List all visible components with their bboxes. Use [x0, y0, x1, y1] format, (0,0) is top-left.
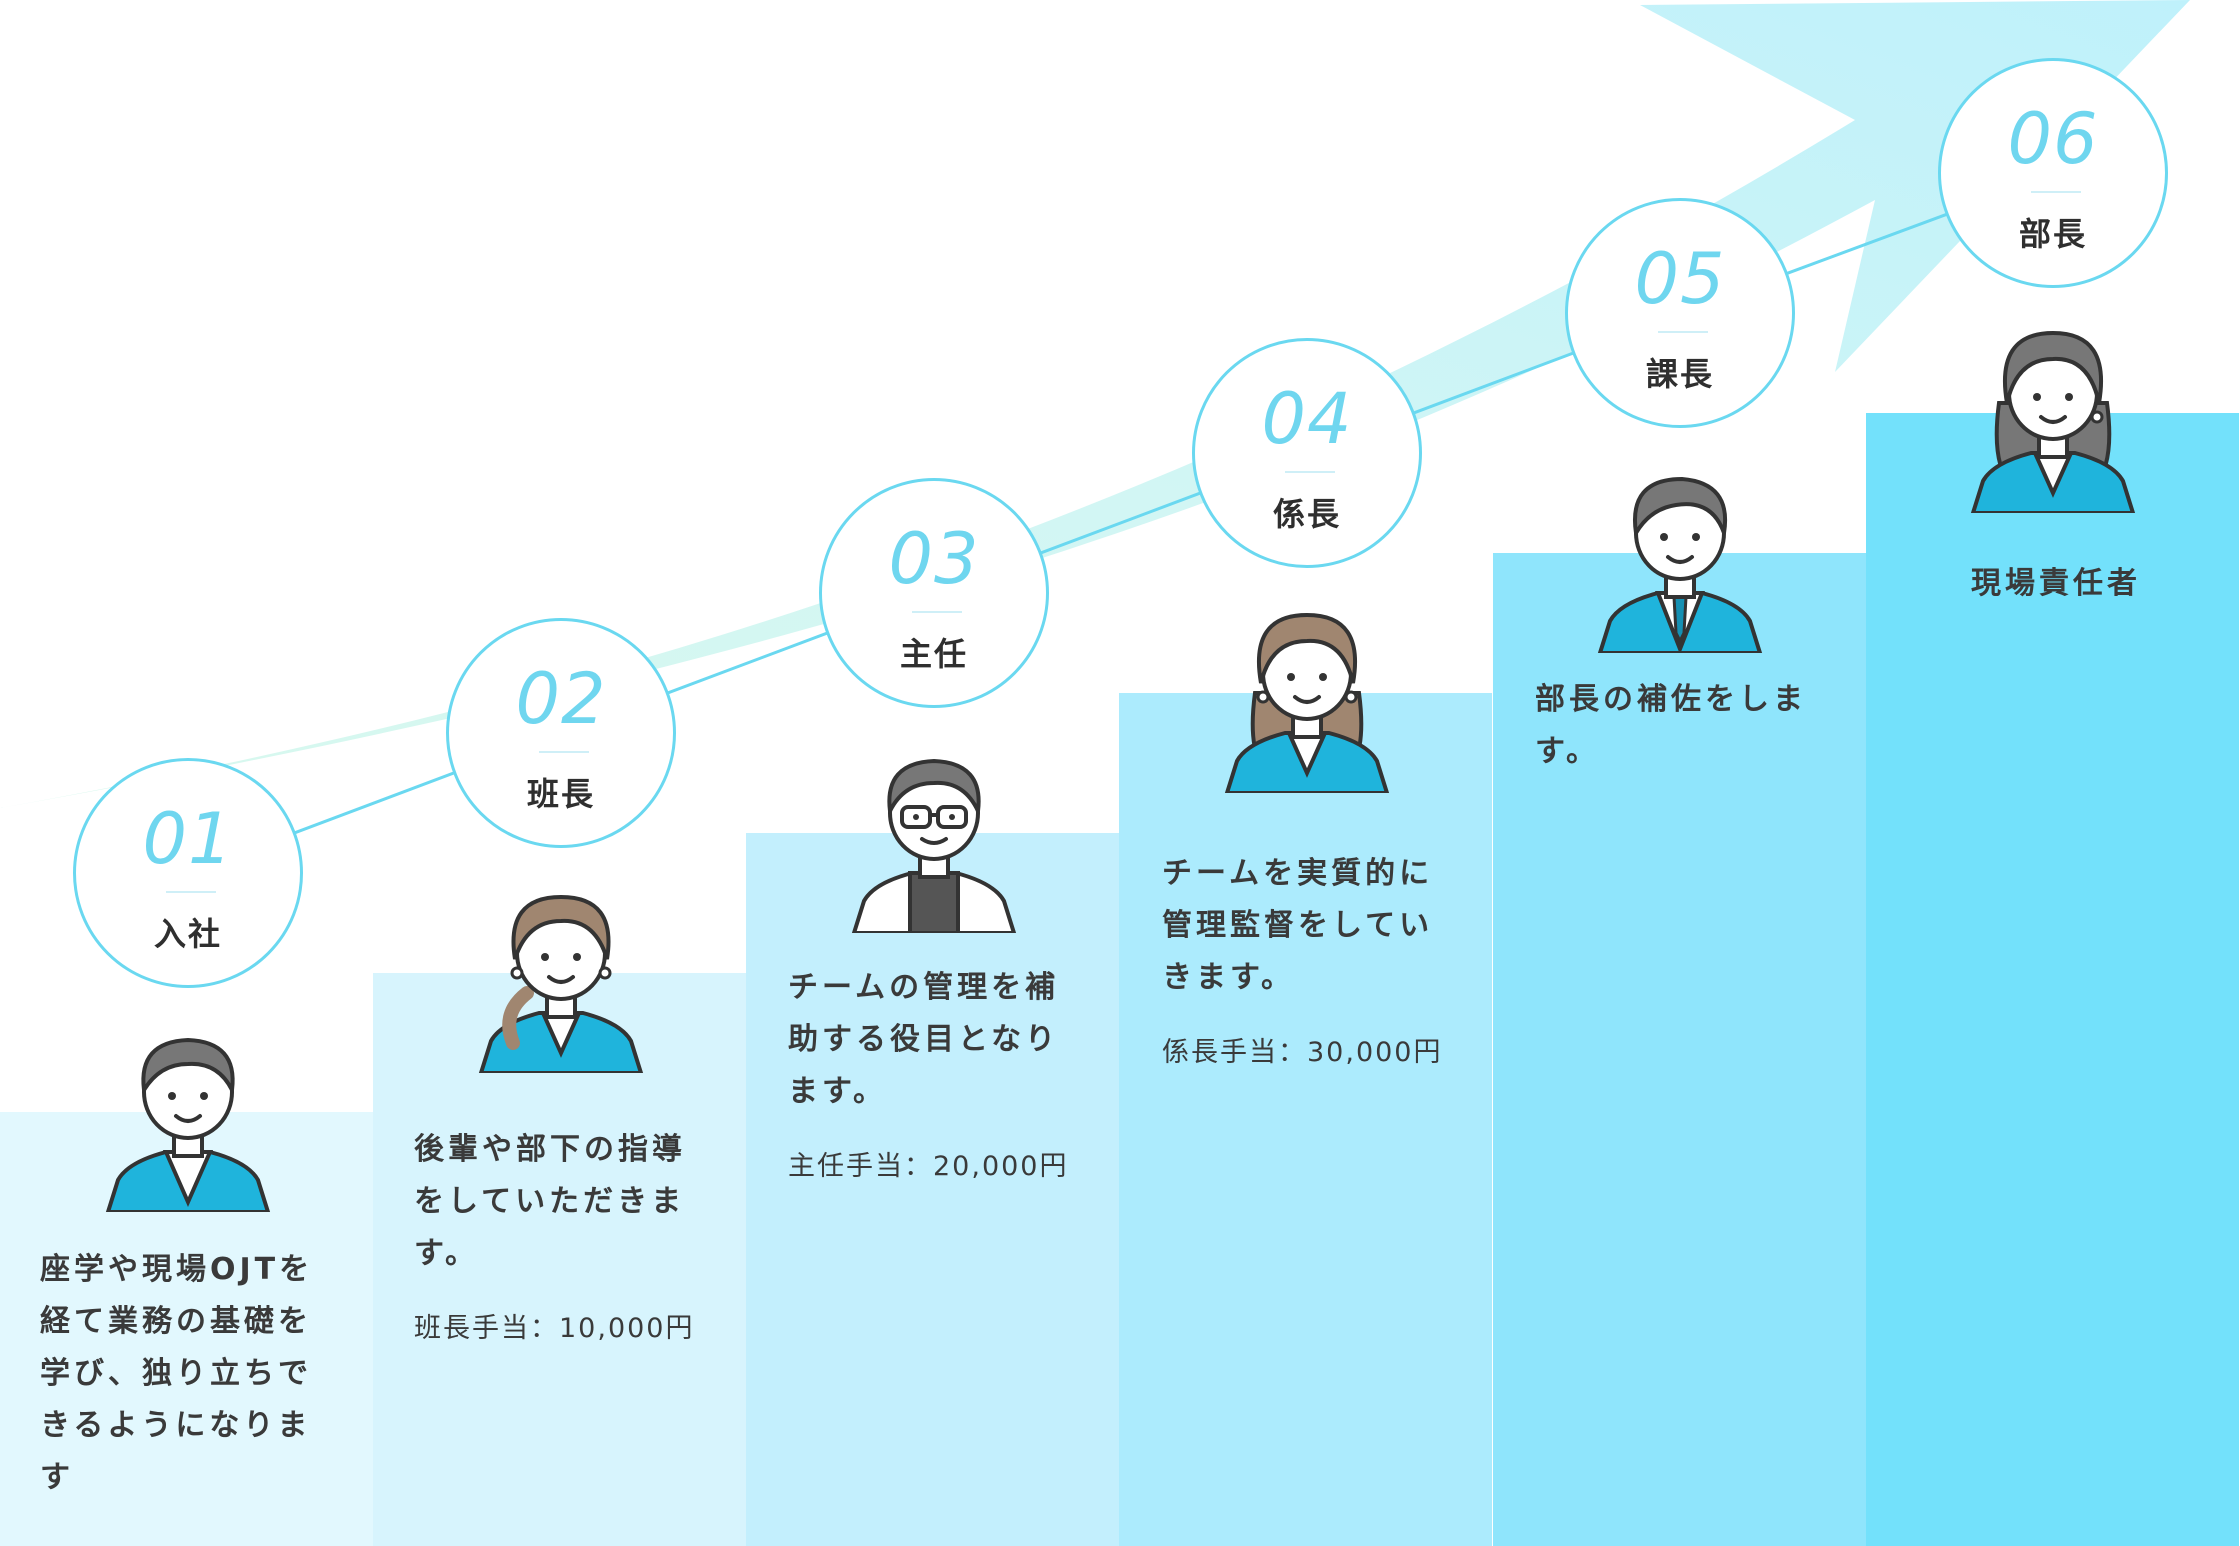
step-allowance-3: 主任手当：20,000円 — [788, 1151, 1069, 1182]
woman-long-hair-avatar-icon — [1224, 612, 1390, 793]
step-number: 06 — [2007, 98, 2099, 180]
step-badge-3: 03 主任 — [819, 478, 1049, 708]
step-description-3: チームの管理を補助する役目となります。 — [788, 970, 1060, 1109]
step-column-6 — [1866, 413, 2239, 1546]
step-title: 部長 — [2018, 215, 2087, 253]
badge-divider — [2031, 191, 2081, 193]
badge-divider — [912, 611, 962, 613]
badge-divider — [166, 891, 216, 893]
step-badge-1: 01 入社 — [73, 758, 303, 988]
step-description-4: チームを実質的に管理監督をしていきます。 — [1162, 856, 1434, 995]
badge-divider — [539, 751, 589, 753]
step-badge-4: 04 係長 — [1192, 338, 1422, 568]
step-description-2: 後輩や部下の指導をしていただきます。 — [414, 1132, 686, 1271]
step-number: 03 — [888, 518, 980, 600]
badge-divider — [1285, 471, 1335, 473]
young-man-avatar-icon — [105, 1037, 271, 1212]
step-number: 04 — [1261, 378, 1353, 460]
step-title: 班長 — [526, 775, 595, 813]
step-title: 主任 — [899, 635, 968, 673]
step-allowance-4: 係長手当：30,000円 — [1162, 1037, 1443, 1068]
man-suit-avatar-icon — [1597, 476, 1763, 653]
step-badge-6: 06 部長 — [1938, 58, 2168, 288]
step-column-3 — [746, 833, 1119, 1546]
man-glasses-avatar-icon — [851, 758, 1017, 933]
step-badge-5: 05 課長 — [1565, 198, 1795, 428]
step-description-1: 座学や現場OJTを経て業務の基礎を学び、独り立ちできるようになります — [40, 1252, 314, 1495]
woman-gray-hair-avatar-icon — [1970, 330, 2136, 513]
badge-divider — [1658, 331, 1708, 333]
step-number: 02 — [515, 658, 607, 740]
step-description-6: 現場責任者 — [1971, 566, 2141, 601]
step-column-4 — [1119, 693, 1492, 1546]
woman-ponytail-avatar-icon — [478, 894, 644, 1073]
step-column-5 — [1493, 553, 1866, 1546]
step-badge-2: 02 班長 — [446, 618, 676, 848]
step-description-5: 部長の補佐をします。 — [1535, 682, 1807, 769]
step-title: 係長 — [1272, 495, 1341, 533]
step-title: 入社 — [153, 915, 222, 953]
step-allowance-2: 班長手当：10,000円 — [414, 1313, 695, 1344]
step-title: 課長 — [1645, 355, 1714, 393]
step-number: 05 — [1634, 238, 1726, 320]
step-number: 01 — [142, 798, 234, 880]
